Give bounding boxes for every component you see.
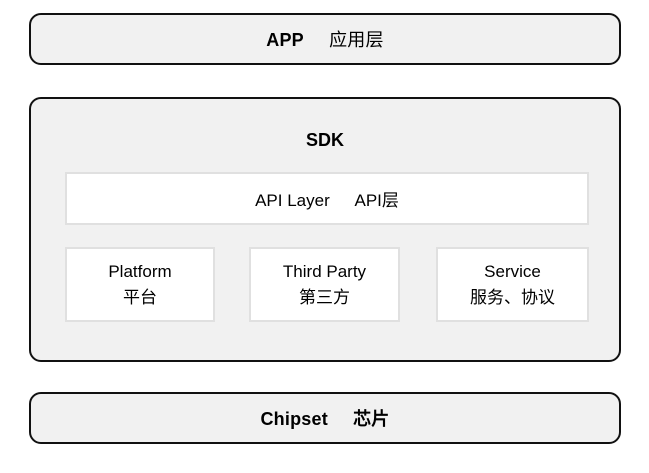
api-layer-label-en: API Layer <box>255 191 330 210</box>
api-layer-label: API Layer API层 <box>255 186 399 211</box>
module-third-party-label-zh: 第三方 <box>299 287 350 307</box>
app-layer-label-en: APP <box>266 30 304 50</box>
chipset-layer-label-en: Chipset <box>260 409 328 429</box>
chipset-layer-label: Chipset 芯片 <box>260 405 389 431</box>
chipset-layer-box: Chipset 芯片 <box>29 392 621 444</box>
module-service: Service 服务、协议 <box>436 247 589 322</box>
module-third-party-label-en: Third Party <box>282 261 367 281</box>
app-layer-label-zh: 应用层 <box>329 30 384 50</box>
module-platform: Platform 平台 <box>65 247 215 322</box>
module-service-label-en: Service <box>484 261 541 281</box>
module-service-label-zh: 服务、协议 <box>470 287 555 307</box>
module-platform-label-zh: 平台 <box>123 287 157 307</box>
api-layer-label-zh: API层 <box>354 191 399 210</box>
module-third-party: Third Party 第三方 <box>249 247 400 322</box>
sdk-title: SDK <box>305 130 344 150</box>
chipset-layer-label-zh: 芯片 <box>353 409 390 429</box>
app-layer-box: APP 应用层 <box>29 13 621 65</box>
app-layer-label: APP 应用层 <box>266 26 383 52</box>
sdk-box: SDK API Layer API层 Platform 平台 Third Par… <box>29 97 621 362</box>
module-platform-label-en: Platform <box>108 261 172 281</box>
api-layer-box: API Layer API层 <box>65 172 589 225</box>
